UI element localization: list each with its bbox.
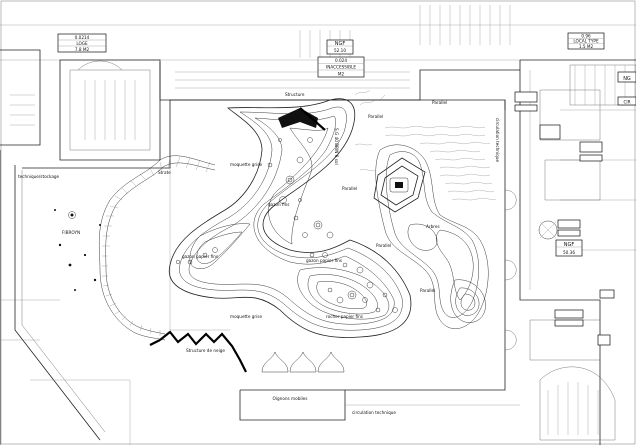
label-technique-left: technique/stockage [18,174,60,179]
tag-right-top-name: LOCAL TYPE [573,39,599,44]
label-fibroyn: FIBROYN [62,230,80,235]
tag-right-top: 0.96 LOCAL TYPE 1.5 M2 [567,32,605,50]
label-parallel-mid: Parallel [342,186,357,191]
tag-ngf-right-label: NGF [564,242,575,248]
label-gazon-fins: gazon fins [268,202,289,207]
label-parallel-bottom: Parallel [420,288,435,293]
tag-loge-name: LOGE [76,41,88,46]
label-oignons: Oignons mobiles [273,396,308,401]
label-arbres: Arbres [426,224,440,229]
tag-edge-cir: CIR [623,100,630,105]
tag-inaccessible-code: 0.024 [335,58,347,63]
tag-ngf-right-value: 50.36 [563,250,575,255]
label-structure-top: Structure [285,92,305,97]
label-rocher-papier: rocher papier fins [326,314,363,319]
tag-right-top-code: 0.96 [581,34,591,39]
label-moquette-bottom: moquette grise [230,314,262,319]
room-tags-right [514,91,615,346]
tag-ngf-right: NGF 50.36 [555,239,583,257]
tag-ngf-top: NGF 52.10 [326,39,354,55]
label-sculpture: S.G 40 BRIN 6 sol [334,128,339,165]
tag-inaccessible-area: M2 [338,72,345,77]
label-circulation-right: circulation technique [495,118,500,162]
tag-loge: 0.0214 LOGE 7.8 M2 [57,33,107,53]
plan-labels: Structure Parallel Parallel circulation … [18,92,500,415]
tag-edge-ng: NG [623,76,631,82]
tag-right-top-area: 1.5 M2 [579,44,594,49]
scattered-plants [54,209,101,291]
label-parallel-mid2: Parallel [376,243,391,248]
label-parallel-top: Parallel [368,114,383,119]
label-structure-bottom: Structure de neige [186,348,225,353]
vine-structure [99,155,247,373]
label-moquette-top: moquette grise [230,162,262,167]
landscape-island [168,98,412,338]
tag-loge-area: 7.8 M2 [75,47,90,52]
tag-ngf-top-label: NGF [335,41,346,47]
tag-loge-code: 0.0214 [75,35,90,40]
tag-edge: NG CIR [617,71,636,106]
onion-shapes [261,351,345,373]
planting-zone-right [354,89,497,329]
label-gazon-left: gazon papier fins [182,254,218,259]
tag-ngf-top-value: 52.10 [334,48,346,53]
label-circulation-bottom: circulation technique [352,410,396,415]
label-gazon-papier: gazon papier fins [306,258,342,263]
tag-inaccessible-name: INACCESSIBLE [326,65,356,70]
label-stratum: Strate [158,170,171,175]
label-parallel-right-top: Parallel [432,100,447,105]
tag-inaccessible: 0.024 INACCESSIBLE M2 [317,56,365,78]
